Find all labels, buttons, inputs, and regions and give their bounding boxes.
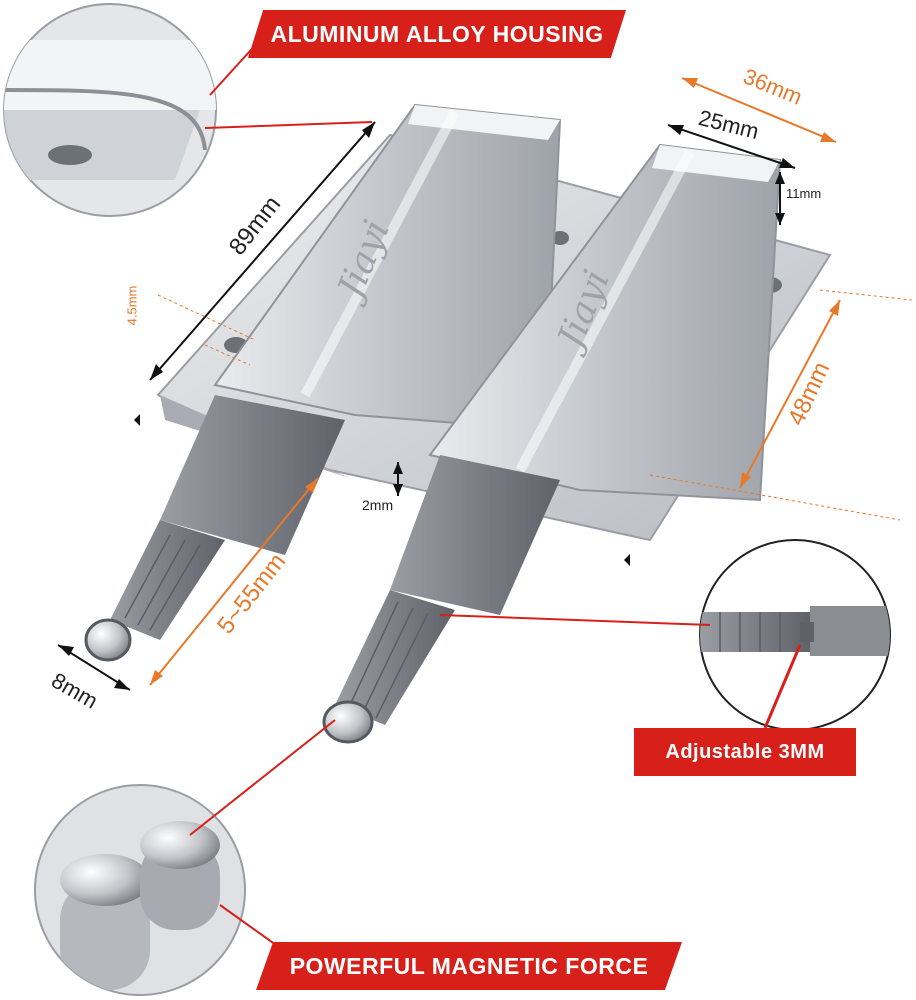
right-latch-housing: Jiayi bbox=[428, 143, 782, 502]
adjustable-detail-inset bbox=[439, 539, 891, 731]
dim-hole: 4.5mm bbox=[124, 285, 140, 326]
dim-height-body: 11mm bbox=[786, 186, 822, 201]
housing-detail-inset bbox=[3, 3, 373, 217]
magnet-detail-inset bbox=[34, 719, 336, 996]
dim-plate-thickness: 2mm bbox=[362, 497, 394, 513]
mount-hole bbox=[551, 231, 569, 245]
magnet-tip bbox=[84, 618, 132, 662]
left-latch-housing: Jiayi bbox=[213, 103, 562, 432]
dimension-lines bbox=[57, 77, 913, 691]
magnet-tip bbox=[322, 700, 374, 744]
housing-label: ALUMINUM ALLOY HOUSING bbox=[248, 10, 626, 58]
right-plunger bbox=[322, 455, 560, 744]
adjustable-label: Adjustable 3MM bbox=[634, 728, 856, 776]
magnetic-label: POWERFUL MAGNETIC FORCE bbox=[256, 942, 682, 990]
left-plunger bbox=[84, 395, 345, 662]
